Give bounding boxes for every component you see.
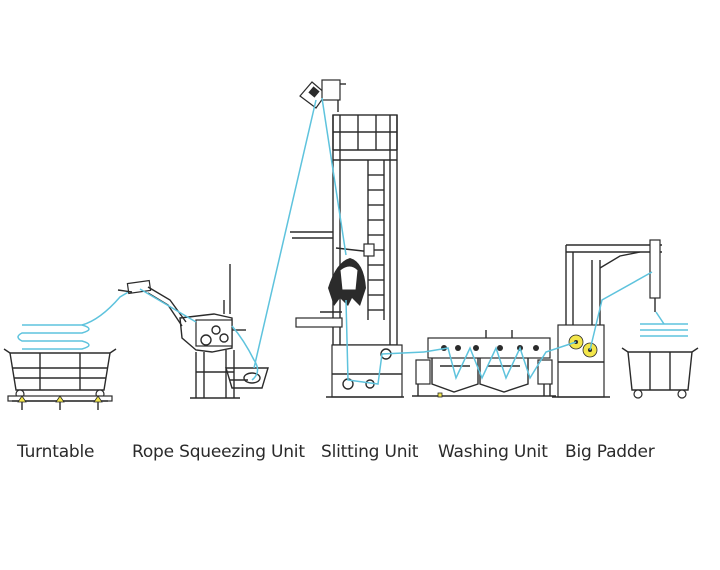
- big-padder-label: Big Padder: [565, 442, 655, 462]
- fabric-path: [139, 97, 665, 385]
- washing-unit-label: Washing Unit: [438, 442, 548, 462]
- padder-output-cart: [621, 323, 699, 399]
- slitter-head: [328, 243, 375, 306]
- rope-squeezing-unit-label: Rope Squeezing Unit: [132, 442, 305, 462]
- slitting-top-guide: [299, 79, 346, 112]
- washing-machine: [412, 330, 556, 398]
- turntable-fabric-pile: [17, 287, 136, 350]
- slitting-ladder: [367, 160, 385, 320]
- turntable-machine: [3, 287, 136, 410]
- rope-guide-arm: [117, 279, 187, 327]
- turntable-label: Turntable: [17, 442, 95, 462]
- rope-squeezing-machine: [117, 264, 269, 399]
- slitting-unit-label: Slitting Unit: [321, 442, 419, 462]
- big-padder-machine: [552, 239, 699, 399]
